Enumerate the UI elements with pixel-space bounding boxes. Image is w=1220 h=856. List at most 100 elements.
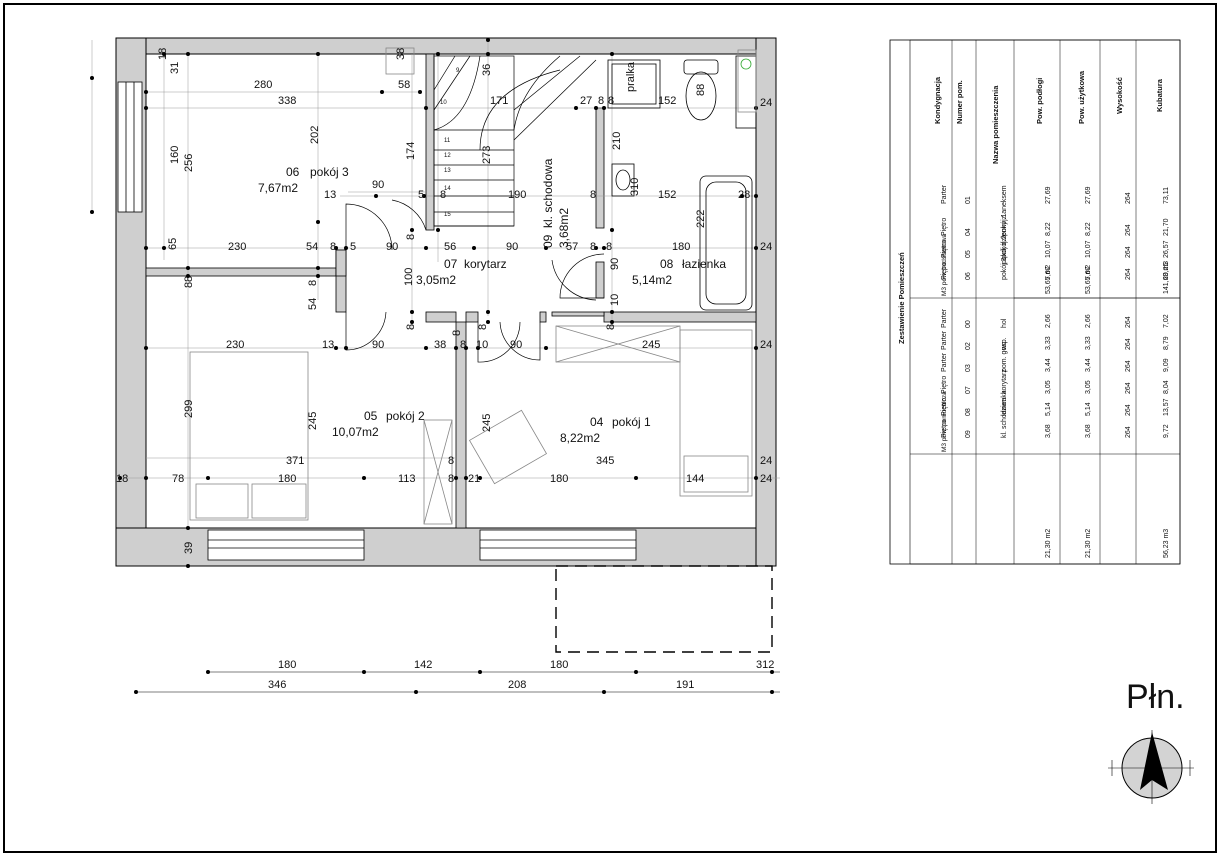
svg-text:24: 24	[760, 241, 772, 253]
svg-text:Parter: Parter	[941, 308, 948, 328]
svg-text:53,65 m2: 53,65 m2	[1045, 265, 1052, 294]
svg-text:264: 264	[1125, 316, 1132, 328]
svg-text:02: 02	[965, 342, 972, 350]
svg-text:2,66: 2,66	[1085, 314, 1092, 328]
svg-text:39: 39	[183, 542, 195, 554]
svg-text:273: 273	[481, 146, 493, 164]
svg-text:160: 160	[169, 146, 181, 164]
svg-text:Piętro: Piętro	[941, 262, 948, 280]
svg-text:pokój 1: pokój 1	[1001, 213, 1008, 236]
svg-text:Kubatura: Kubatura	[1155, 78, 1164, 112]
svg-text:26,57: 26,57	[1163, 240, 1170, 258]
schedule-group-1-totals: 53,65 m2 53,65 m2 141,63 m3	[1014, 261, 1180, 299]
svg-text:Piętro: Piętro	[941, 240, 948, 258]
svg-text:53,65 m2: 53,65 m2	[1085, 265, 1092, 294]
svg-text:180: 180	[550, 473, 568, 485]
room-06: 06 pokój 3 7,67m2	[258, 165, 349, 195]
svg-text:01: 01	[965, 196, 972, 204]
svg-text:73,11: 73,11	[1163, 187, 1170, 204]
room-schedule-table: Zestawienie Pomieszczeń Kondygnacja Nume…	[889, 39, 1181, 565]
bottom-dimension-dots	[134, 670, 774, 694]
room-09-number: 09	[541, 234, 555, 248]
svg-text:2,66: 2,66	[1045, 314, 1052, 328]
room-labels: 06 pokój 3 7,67m2 07 korytarz 3,05m2 08 …	[258, 158, 726, 445]
svg-text:90: 90	[609, 258, 621, 270]
svg-text:27,69: 27,69	[1085, 186, 1092, 204]
svg-text:57: 57	[566, 241, 578, 253]
svg-text:11: 11	[444, 138, 451, 144]
svg-text:Piętro: Piętro	[941, 398, 948, 416]
svg-text:264: 264	[1125, 224, 1132, 236]
svg-text:54: 54	[306, 241, 318, 253]
svg-text:wc: wc	[1001, 341, 1008, 351]
svg-text:90: 90	[372, 339, 384, 351]
room-07-number: 07	[444, 257, 458, 271]
room-08-name: łazienka	[682, 257, 726, 271]
svg-text:8: 8	[183, 276, 195, 282]
svg-text:10: 10	[440, 100, 447, 106]
svg-text:18: 18	[157, 48, 169, 60]
svg-text:245: 245	[481, 414, 493, 432]
svg-text:345: 345	[596, 455, 614, 467]
svg-text:13: 13	[324, 189, 336, 201]
svg-text:24: 24	[760, 473, 772, 485]
svg-text:7,67: 7,67	[1085, 266, 1092, 280]
svg-text:38: 38	[434, 339, 446, 351]
svg-text:54: 54	[307, 298, 319, 310]
room-08: 08 łazienka 5,14m2	[632, 257, 726, 287]
svg-text:Pow. użytkowa: Pow. użytkowa	[1077, 70, 1086, 124]
north-arrow-icon	[1108, 730, 1194, 804]
svg-text:Piętro: Piętro	[941, 376, 948, 394]
room-05-area: 10,07m2	[332, 425, 379, 439]
svg-text:Pow. podłogi: Pow. podłogi	[1035, 78, 1044, 124]
svg-text:8: 8	[405, 234, 417, 240]
svg-text:264: 264	[1125, 192, 1132, 204]
svg-text:3,68: 3,68	[1085, 424, 1092, 438]
svg-text:Piętro: Piętro	[941, 420, 948, 438]
svg-text:Nazwa pomieszczenia: Nazwa pomieszczenia	[991, 85, 1000, 164]
room-07-name: korytarz	[464, 257, 507, 271]
svg-text:pokój 3: pokój 3	[1001, 257, 1008, 280]
svg-text:31: 31	[169, 62, 181, 74]
svg-text:Parter: Parter	[941, 352, 948, 372]
svg-text:18: 18	[116, 473, 128, 485]
svg-text:8: 8	[608, 95, 614, 107]
room-07: 07 korytarz 3,05m2	[416, 257, 507, 287]
schedule-title: Zestawienie Pomieszczeń	[897, 252, 906, 344]
svg-text:24: 24	[760, 97, 772, 109]
svg-text:346: 346	[268, 679, 286, 691]
svg-text:09: 09	[965, 430, 972, 438]
svg-text:04: 04	[965, 228, 972, 236]
svg-text:141,63 m3: 141,63 m3	[1163, 261, 1170, 294]
svg-text:174: 174	[405, 142, 417, 160]
washer-label: pralka	[625, 61, 637, 92]
svg-text:180: 180	[278, 473, 296, 485]
svg-text:256: 256	[183, 154, 195, 172]
room-07-area: 3,05m2	[416, 273, 456, 287]
svg-text:Kondygnacja: Kondygnacja	[933, 76, 942, 124]
svg-text:00: 00	[965, 320, 972, 328]
svg-text:21: 21	[468, 473, 480, 485]
svg-text:7,67: 7,67	[1045, 266, 1052, 280]
svg-text:8,22: 8,22	[1085, 222, 1092, 236]
svg-text:8,79: 8,79	[1163, 336, 1170, 350]
svg-text:8,22: 8,22	[1045, 222, 1052, 236]
svg-text:3,05: 3,05	[1045, 380, 1052, 394]
svg-text:191: 191	[676, 679, 694, 691]
svg-text:Parter: Parter	[941, 184, 948, 204]
svg-text:5,14: 5,14	[1045, 402, 1052, 416]
svg-text:8: 8	[405, 324, 417, 330]
schedule-group-2: M3 pow. pomocnicza Parter 00 hol 2,66 2,…	[941, 308, 1170, 452]
svg-text:36: 36	[481, 64, 493, 76]
svg-text:9,09: 9,09	[1163, 358, 1170, 372]
svg-text:korytarz: korytarz	[1001, 369, 1008, 394]
svg-text:152: 152	[658, 189, 676, 201]
svg-text:245: 245	[307, 412, 319, 430]
svg-text:24: 24	[760, 339, 772, 351]
svg-text:Wysokość: Wysokość	[1115, 77, 1124, 114]
room-09: 09 kl. schodowa 3,68m2	[541, 158, 571, 248]
svg-text:8: 8	[448, 473, 454, 485]
svg-text:58: 58	[398, 79, 410, 91]
room-04-area: 8,22m2	[560, 431, 600, 445]
svg-text:230: 230	[228, 241, 246, 253]
